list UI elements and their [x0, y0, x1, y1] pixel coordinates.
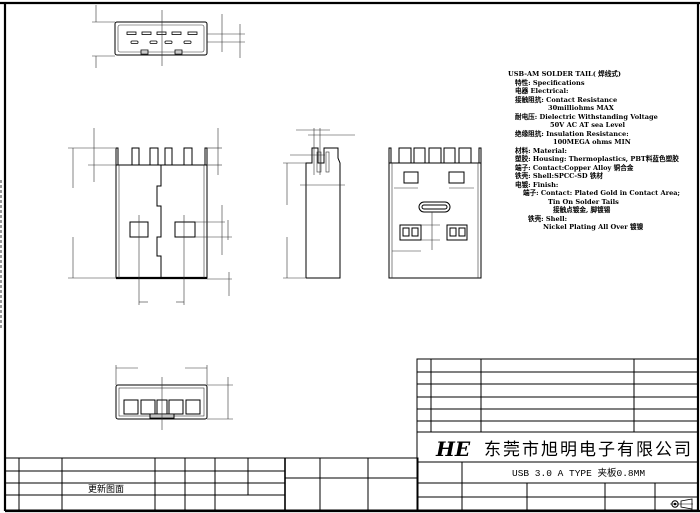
spec-line: 铁壳: Shell:SPCC-SD 铁材	[514, 171, 603, 180]
spec-line: Tin On Solder Tails	[548, 198, 619, 206]
spec-line: 绝缘阻抗: Insulation Resistance:	[515, 129, 629, 138]
company-logo: HE	[435, 437, 471, 461]
spec-line: Nickel Plating All Over 镀镍	[543, 222, 644, 231]
title-block: HE 东莞市旭明电子有限公司 USB 3.0 A TYPE 夹板0.8MM	[416, 431, 699, 511]
spec-line: 100MEGA ohms MIN	[553, 138, 631, 146]
spec-line: 端子: Contact:Copper Alloy 铜合金	[515, 163, 634, 172]
spec-line: 端子: Contact: Plated Gold in Contact Area…	[523, 188, 680, 197]
spec-line: 特性: Specifications	[515, 78, 585, 87]
spec-line: 材料: Material:	[514, 146, 567, 155]
spec-line: 接触阻抗: Contact Resistance	[515, 95, 617, 104]
projection-symbol-icon	[670, 498, 693, 510]
spec-line: 50V AC AT sea Level	[550, 121, 626, 129]
bottom-view	[115, 365, 233, 430]
drawing-title: USB 3.0 A TYPE 夹板0.8MM	[512, 467, 645, 479]
front-view	[68, 128, 232, 305]
revision-note: 更新图面	[88, 483, 124, 495]
spec-line: 塑胶: Housing: Thermoplastics, PBT料蓝色塑胶	[515, 154, 679, 163]
company-name: 东莞市旭明电子有限公司	[484, 440, 693, 460]
back-view	[388, 147, 482, 279]
revision-grid	[416, 358, 699, 433]
revision-table: 更新图面	[4, 457, 419, 511]
side-view	[283, 128, 355, 279]
top-view	[92, 5, 245, 68]
spec-line: 电镀: Finish:	[515, 180, 558, 189]
spec-line: USB-AM SOLDER TAIL( 焊线式)	[508, 69, 621, 78]
specifications-notes: USB-AM SOLDER TAIL( 焊线式) 特性: Specificati…	[508, 69, 680, 231]
spec-line: 电器 Electrical:	[515, 86, 568, 95]
spec-line: 耐电压: Dielectric Withstanding Voltage	[515, 112, 658, 121]
spec-line: 30milliohms MAX	[548, 104, 615, 112]
spec-line: 接触点镀金, 脚镀锡	[553, 205, 611, 214]
spec-line: 铁壳: Shell:	[527, 214, 567, 223]
